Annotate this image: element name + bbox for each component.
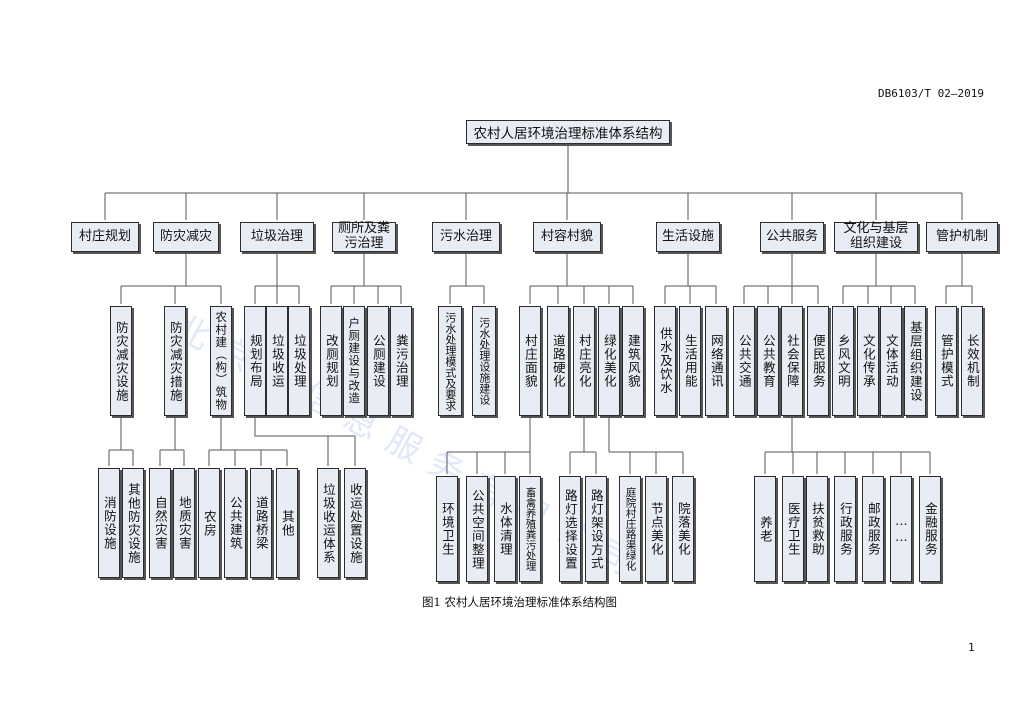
- node-village-lighting: 村庄亮化: [573, 306, 595, 416]
- node-long-term-mechanism: 长效机制: [961, 306, 983, 416]
- node-garbage-system: 垃圾收运体系: [317, 468, 339, 578]
- node-grassroots-organization: 基层组织建设: [904, 306, 926, 416]
- node-manure-treatment: 粪污治理: [390, 306, 412, 416]
- node-village-appearance: 村容村貌: [533, 222, 601, 252]
- node-garbage-collection: 垃圾收运: [266, 306, 288, 416]
- node-courtyard-beautification: 院落美化: [672, 476, 694, 582]
- node-node-beautification: 节点美化: [645, 476, 667, 582]
- node-elderly-care: 养老: [754, 476, 776, 582]
- node-environment-hygiene: 环境卫生: [436, 476, 458, 582]
- node-road-bridge: 道路桥梁: [250, 468, 272, 578]
- node-disaster-measures: 防灾减灾措施: [164, 306, 186, 416]
- node-other-disaster-facilities: 其他防灾设施: [122, 468, 144, 578]
- node-natural-disaster: 自然灾害: [149, 468, 171, 578]
- node-sewage-treatment: 污水治理: [432, 222, 500, 252]
- node-courtyard-greening: 庭院村庄路渠绿化: [619, 476, 641, 582]
- node-rural-buildings: 农村建（构）筑物: [210, 306, 232, 416]
- node-public-services: 公共服务: [760, 222, 824, 252]
- node-geological-disaster: 地质灾害: [173, 468, 195, 578]
- node-fire-facilities: 消防设施: [98, 468, 120, 578]
- node-streetlight-selection: 路灯选择设置: [559, 476, 581, 582]
- node-water-cleanup: 水体清理: [494, 476, 516, 582]
- node-disaster-facilities: 防灾减灾设施: [110, 306, 132, 416]
- node-garbage-treatment: 垃圾治理: [240, 222, 314, 252]
- node-toilet-treatment: 厕所及粪污治理: [332, 221, 396, 252]
- node-garbage-disposal: 垃圾处理: [288, 306, 310, 416]
- node-social-security: 社会保障: [781, 306, 803, 416]
- node-disposal-facilities: 收运处置设施: [344, 468, 366, 578]
- node-greening: 绿化美化: [598, 306, 620, 416]
- node-road-hardening: 道路硬化: [547, 306, 569, 416]
- node-public-toilet: 公厕建设: [367, 306, 389, 416]
- node-postal-services: 邮政服务: [862, 476, 884, 582]
- node-toilet-planning: 改厕规划: [320, 306, 342, 416]
- node-management-mode: 管护模式: [935, 306, 957, 416]
- node-cultural-heritage: 文化传承: [857, 306, 879, 416]
- node-culture-organization: 文化与基层组织建设: [834, 221, 918, 252]
- node-network-communication: 网络通讯: [705, 306, 727, 416]
- node-streetlight-installation: 路灯架设方式: [585, 476, 607, 582]
- node-civilized-customs: 乡风文明: [832, 306, 854, 416]
- node-farm-house: 农房: [198, 468, 220, 578]
- node-sports-activities: 文体活动: [880, 306, 902, 416]
- node-administrative-services: 行政服务: [834, 476, 856, 582]
- node-convenience-services: 便民服务: [807, 306, 829, 416]
- node-management-mechanism: 管护机制: [926, 222, 998, 252]
- node-medical-health: 医疗卫生: [782, 476, 804, 582]
- node-other-buildings: 其他: [276, 468, 298, 578]
- node-architecture-style: 建筑风貌: [622, 306, 644, 416]
- node-public-transport: 公共交通: [733, 306, 755, 416]
- page-number: 1: [968, 641, 975, 654]
- node-financial-services: 金融服务: [919, 476, 941, 582]
- node-poverty-relief: 扶贫救助: [806, 476, 828, 582]
- node-household-toilet: 户厕建设与改造: [343, 306, 365, 416]
- node-public-building: 公共建筑: [224, 468, 246, 578]
- node-sewage-mode: 污水处理模式及要求: [438, 306, 462, 416]
- node-disaster-prevention: 防灾减灾: [153, 222, 219, 252]
- node-village-planning: 村庄规划: [71, 222, 139, 252]
- node-sewage-facilities: 污水处理设施建设: [472, 306, 496, 416]
- node-planning-layout: 规划布局: [244, 306, 266, 416]
- node-water-supply: 供水及饮水: [654, 306, 676, 416]
- node-village-look: 村庄面貌: [519, 306, 541, 416]
- root-node: 农村人居环境治理标准体系结构: [466, 120, 670, 144]
- figure-caption: 图1 农村人居环境治理标准体系结构图: [422, 595, 617, 609]
- node-public-education: 公共教育: [757, 306, 779, 416]
- node-living-energy: 生活用能: [679, 306, 701, 416]
- node-ellipsis: ……: [890, 476, 912, 582]
- node-public-space: 公共空间整理: [466, 476, 488, 582]
- node-livestock-manure: 畜禽养殖粪污处理: [519, 476, 541, 582]
- node-living-facilities: 生活设施: [656, 222, 720, 252]
- document-code: DB6103/T 02—2019: [878, 87, 984, 100]
